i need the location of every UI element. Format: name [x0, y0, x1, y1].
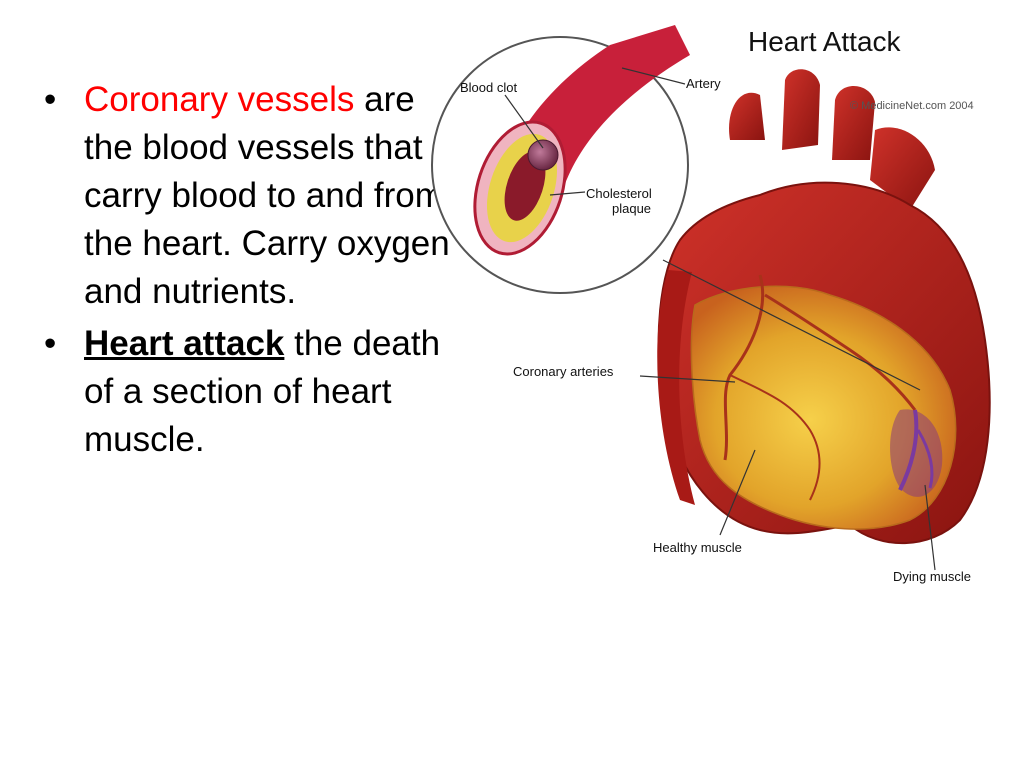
- bullet-heart-attack: • Heart attack the death of a section of…: [40, 320, 450, 464]
- bullet-dot: •: [44, 324, 57, 363]
- leader-lines: [504, 67, 936, 571]
- heart-shape: [657, 69, 991, 545]
- artery-inset: [431, 25, 690, 294]
- bullet-dot: •: [44, 80, 57, 119]
- figure-title: Heart Attack: [748, 26, 901, 57]
- label-coronary-arteries: Coronary arteries: [513, 364, 614, 379]
- bullet-highlight: Coronary vessels: [84, 80, 355, 119]
- label-cholesterol: Cholesterol: [586, 186, 652, 201]
- label-healthy-muscle: Healthy muscle: [653, 540, 742, 555]
- figure-credit: © MedicineNet.com 2004: [850, 100, 974, 112]
- label-blood-clot: Blood clot: [460, 80, 518, 95]
- bullet-list: • Coronary vessels are the blood vessels…: [40, 76, 450, 468]
- heart-illustration: [431, 25, 991, 571]
- bullet-term: Heart attack: [84, 324, 285, 363]
- bullet-coronary-vessels: • Coronary vessels are the blood vessels…: [40, 76, 450, 316]
- bullet-text: the death of a section of heart muscle.: [84, 324, 441, 459]
- heart-attack-figure: Heart Attack © MedicineNet.com 2004 Bloo…: [430, 10, 1024, 610]
- label-dying-muscle: Dying muscle: [893, 569, 972, 584]
- label-plaque: plaque: [612, 201, 652, 216]
- label-artery: Artery: [686, 76, 721, 91]
- bullet-text: are the blood vessels that carry blood t…: [84, 80, 450, 311]
